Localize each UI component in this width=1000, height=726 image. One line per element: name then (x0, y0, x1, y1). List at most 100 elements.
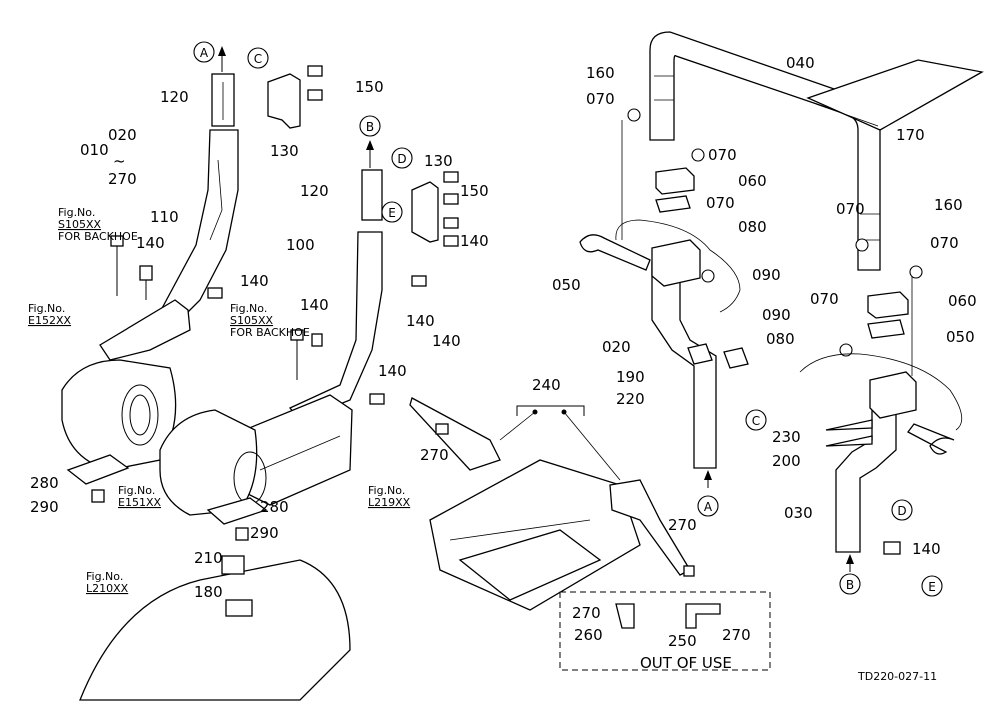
part-number-label: 070 (810, 290, 839, 308)
part-number-label: 070 (586, 90, 615, 108)
part-number-label: 240 (532, 376, 561, 394)
part-number-labels: 0100202701201501301101401401201301501401… (30, 54, 977, 650)
part-number-label: 130 (424, 152, 453, 170)
part-number-label: 060 (948, 292, 977, 310)
reference-letter-text: C (752, 414, 760, 428)
part-number-label: 130 (270, 142, 299, 160)
reference-letter-text: E (388, 206, 396, 220)
reference-circle (921, 575, 943, 597)
part-number-label: 090 (762, 306, 791, 324)
part-number-label: 200 (772, 452, 801, 470)
part-number-label: 070 (708, 146, 737, 164)
part-number-label: 140 (460, 232, 489, 250)
reference-letter: A (697, 495, 719, 517)
reference-letter: E (381, 201, 403, 223)
reference-letter: D (891, 499, 913, 521)
seat-assembly (409, 397, 771, 671)
part-number-label: 070 (836, 200, 865, 218)
figure-reference-line: Fig.No. (230, 302, 267, 315)
part-number-label: 080 (738, 218, 767, 236)
reference-circle (247, 47, 269, 69)
figure-reference-line: E151XX (118, 496, 161, 509)
part-number-label: 070 (706, 194, 735, 212)
reference-circle (391, 147, 413, 169)
range-tilde: ~ (113, 152, 126, 170)
reference-letter-text: A (200, 46, 209, 60)
part-number-label: 020 (602, 338, 631, 356)
figure-reference-line: Fig.No. (28, 302, 65, 315)
reference-letter: A (193, 41, 215, 63)
reference-letter: C (247, 47, 269, 69)
part-number-label: 040 (786, 54, 815, 72)
part-number-label: 100 (286, 236, 315, 254)
part-number-label: 140 (406, 312, 435, 330)
part-number-label: 050 (946, 328, 975, 346)
reference-circle (697, 495, 719, 517)
part-number-label: 090 (752, 266, 781, 284)
part-number-label: 110 (150, 208, 179, 226)
figure-reference-line: FOR BACKHOE (230, 326, 310, 339)
reference-circle (381, 201, 403, 223)
center-post-assembly (79, 140, 459, 701)
part-number-label: 010 (80, 141, 109, 159)
part-number-label: 050 (552, 276, 581, 294)
reference-letter-text: A (704, 500, 713, 514)
part-number-label: 140 (136, 234, 165, 252)
part-number-label: 140 (240, 272, 269, 290)
reference-circle (839, 573, 861, 595)
part-number-label: 270 (668, 516, 697, 534)
part-number-label: 060 (738, 172, 767, 190)
figure-reference-line: S105XX (230, 314, 274, 327)
part-number-label: 150 (460, 182, 489, 200)
part-number-label: 270 (420, 446, 449, 464)
part-number-label: 120 (300, 182, 329, 200)
part-number-label: 210 (194, 549, 223, 567)
reference-letter: C (745, 409, 767, 431)
part-number-label: 180 (194, 583, 223, 601)
figure-reference-line: Fig.No. (118, 484, 155, 497)
reference-circle (359, 115, 381, 137)
part-number-label: 190 (616, 368, 645, 386)
part-number-label: 020 (108, 126, 137, 144)
figure-reference-line: Fig.No. (86, 570, 123, 583)
reference-letter-text: B (366, 120, 374, 134)
part-number-label: 120 (160, 88, 189, 106)
out-of-use-note: OUT OF USE (640, 654, 732, 672)
figure-reference-line: FOR BACKHOE (58, 230, 138, 243)
part-number-label: 160 (934, 196, 963, 214)
part-number-label: 290 (250, 524, 279, 542)
reference-letter-text: D (897, 504, 906, 518)
part-number-label: 270 (722, 626, 751, 644)
part-number-label: 290 (30, 498, 59, 516)
rops-frame (579, 31, 984, 572)
figure-reference-line: E152XX (28, 314, 71, 327)
part-number-label: 250 (668, 632, 697, 650)
figure-reference-line: Fig.No. (58, 206, 95, 219)
part-number-label: 280 (30, 474, 59, 492)
reference-circle (745, 409, 767, 431)
part-number-label: 070 (930, 234, 959, 252)
part-number-label: 230 (772, 428, 801, 446)
part-number-label: 260 (574, 626, 603, 644)
reference-letter-text: D (397, 152, 406, 166)
reference-letter: E (921, 575, 943, 597)
figure-reference-line: L219XX (368, 496, 411, 509)
reference-circle (891, 499, 913, 521)
reference-circle (193, 41, 215, 63)
part-number-label: 140 (378, 362, 407, 380)
figure-reference-line: L210XX (86, 582, 129, 595)
left-post-assembly (61, 46, 323, 503)
reference-letter-text: C (254, 52, 262, 66)
part-number-label: 150 (355, 78, 384, 96)
part-number-label: 140 (432, 332, 461, 350)
part-number-label: 270 (572, 604, 601, 622)
part-number-label: 140 (912, 540, 941, 558)
figure-reference-line: S105XX (58, 218, 102, 231)
reference-letter-text: E (928, 580, 936, 594)
reference-letter: B (359, 115, 381, 137)
part-number-label: 270 (108, 170, 137, 188)
drawing-code: TD220-027-11 (857, 670, 937, 683)
